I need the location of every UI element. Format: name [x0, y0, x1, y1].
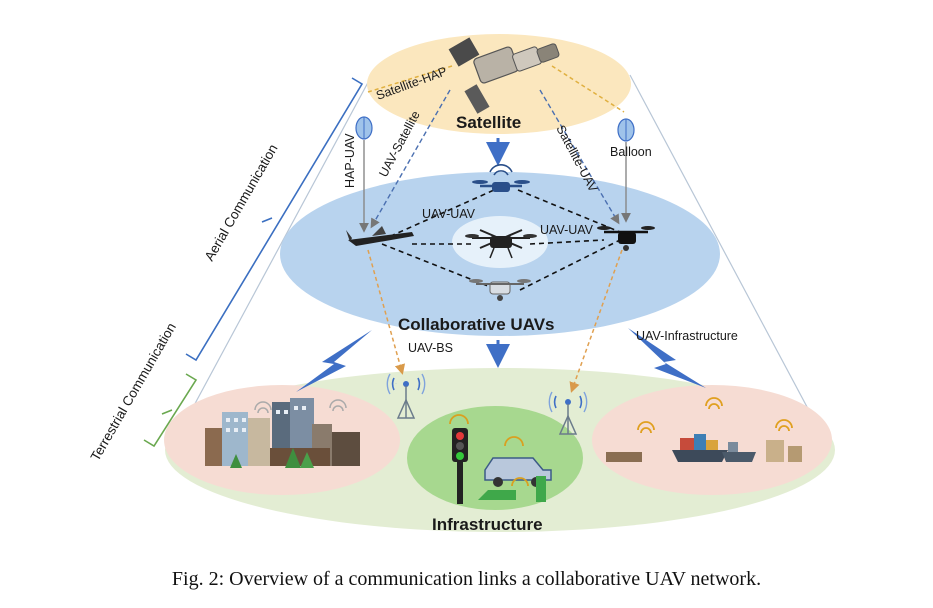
car-icon — [484, 436, 552, 487]
balloon-left-icon — [355, 116, 373, 140]
lightning-link-right-icon — [628, 328, 706, 388]
label-hap-uav: HAP-UAV — [343, 133, 357, 188]
label-uav-uav-right: UAV-UAV — [540, 223, 594, 237]
aerial-links — [359, 65, 631, 393]
label-uav-bs: UAV-BS — [408, 341, 453, 355]
aerial-bracket — [185, 77, 364, 362]
uav-center-drone-icon — [465, 229, 537, 259]
base-station-left-icon — [386, 373, 426, 419]
traffic-light-icon — [449, 414, 469, 504]
uav-uav-links — [381, 189, 621, 291]
satellite-layer — [367, 34, 631, 134]
satellite-icon — [448, 37, 560, 114]
port-ships-icon — [606, 397, 802, 462]
uav-layer — [280, 172, 720, 336]
label-infrastructure: Infrastructure — [432, 515, 543, 534]
uav-bottom-drone-icon — [469, 279, 531, 301]
uav-fixed-wing-icon — [346, 226, 414, 246]
base-station-right-icon — [548, 391, 588, 435]
label-uav-uav-top: UAV-UAV — [422, 207, 476, 221]
city-buildings-icon — [205, 398, 360, 468]
label-balloon: Balloon — [610, 145, 652, 159]
balloon-right-icon — [617, 118, 635, 142]
terrestrial-bracket — [143, 373, 198, 448]
label-uav-satellite: UAV-Satellite — [376, 109, 423, 180]
charging-station-icon — [478, 476, 546, 502]
label-uav-infrastructure: UAV-Infrastructure — [636, 329, 738, 343]
lightning-link-left-icon — [296, 330, 372, 392]
label-aerial-communication: Aerial Communication — [202, 142, 281, 264]
figure-caption: Fig. 2: Overview of a communication link… — [171, 568, 762, 590]
cone-outline — [169, 74, 831, 451]
label-satellite: Satellite — [456, 113, 521, 132]
uav-right-drone-icon — [597, 226, 655, 251]
uav-top-drone-icon — [472, 164, 530, 192]
label-collaborative-uavs: Collaborative UAVs — [398, 315, 555, 334]
